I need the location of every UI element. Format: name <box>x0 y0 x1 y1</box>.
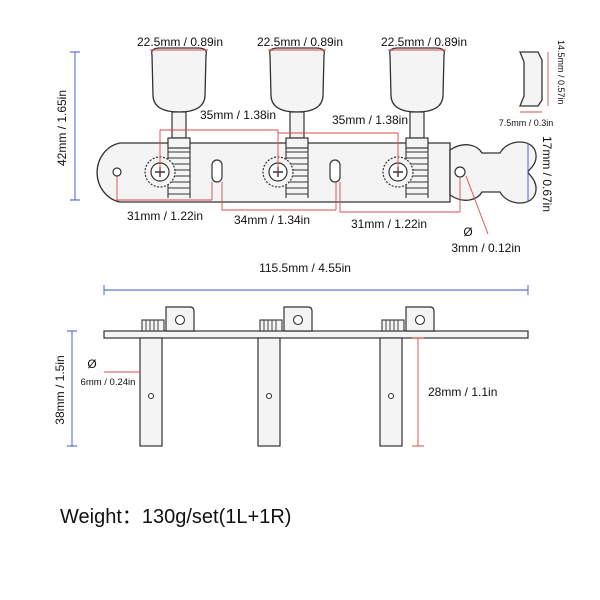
side-post-2 <box>257 337 281 447</box>
side-dimension-lines <box>67 330 424 447</box>
dim-line-total-length <box>103 285 529 295</box>
top-view <box>96 47 543 204</box>
label-post-diameter: 6mm / 0.24in <box>81 377 136 388</box>
side-gear-3-teeth <box>385 320 399 331</box>
dim-line-screw-hole <box>465 175 489 235</box>
side-dimension-labels: 38mm / 1.5in Ø 6mm / 0.24in 28mm / 1.1in <box>53 355 497 424</box>
side-view <box>103 306 529 447</box>
dim-line-middle-span <box>221 182 337 211</box>
button-side-view <box>519 51 543 107</box>
weight-text: Weight：130g/set(1L+1R) <box>60 506 291 528</box>
dim-line-end-right <box>339 178 461 213</box>
label-end-left: 31mm / 1.22in <box>127 209 203 223</box>
side-bracket-3-hole <box>414 314 426 326</box>
side-total-length: 115.5mm / 4.55in <box>103 261 529 295</box>
plate-hole-left <box>112 167 122 177</box>
side-gear-3 <box>381 319 405 332</box>
label-button-depth: 14.5mm / 0.57in <box>556 40 566 105</box>
side-post-1-hole <box>147 392 155 400</box>
label-button-width-2: 22.5mm / 0.89in <box>257 35 343 49</box>
dim-line-spacing-right <box>278 132 399 172</box>
side-bracket-1-hole <box>174 314 186 326</box>
label-button-width-1: 22.5mm / 0.89in <box>137 35 223 49</box>
tuner-3-button <box>389 47 445 113</box>
dim-line-post-height <box>67 330 77 447</box>
label-screw-hole-symbol: Ø <box>463 225 472 239</box>
side-post-3 <box>379 337 403 447</box>
label-post-length: 28mm / 1.1in <box>428 385 497 399</box>
tuner-1-shaft <box>171 111 187 139</box>
side-post-3-hole <box>387 392 395 400</box>
side-post-1 <box>139 337 163 447</box>
side-post-2-hole <box>265 392 273 400</box>
tuner-1-button <box>151 47 207 113</box>
label-total-length: 115.5mm / 4.55in <box>259 261 351 275</box>
tuner-2-button <box>269 47 325 113</box>
label-spacing-right: 35mm / 1.38in <box>332 113 408 127</box>
side-gear-1 <box>141 319 165 332</box>
plate-slot-2 <box>329 159 341 183</box>
tuner-1-collar <box>167 137 191 149</box>
label-total-height: 42mm / 1.65in <box>55 90 69 166</box>
dim-line-total-height <box>70 51 80 201</box>
tuner-2-collar <box>285 137 309 149</box>
dim-line-post-length <box>412 337 424 447</box>
bone-end-hole <box>454 166 466 178</box>
label-end-right: 31mm / 1.22in <box>351 217 427 231</box>
tuner-2-shaft <box>289 111 305 139</box>
label-button-thickness: 7.5mm / 0.3in <box>499 118 554 128</box>
dim-line-spacing-left <box>159 129 279 172</box>
top-dimension-lines <box>70 49 549 235</box>
label-post-diameter-symbol: Ø <box>87 357 96 371</box>
label-plate-height: 17mm / 0.67in <box>540 136 554 212</box>
side-tuner-2 <box>257 306 313 447</box>
label-screw-hole: 3mm / 0.12in <box>451 241 520 255</box>
side-tuner-1 <box>139 306 195 447</box>
side-bracket-2-hole <box>292 314 304 326</box>
side-gear-2 <box>259 319 283 332</box>
side-tuner-3 <box>379 306 435 447</box>
plate-slot-1 <box>211 159 223 183</box>
tuner-3-collar <box>405 137 429 149</box>
label-middle-span: 34mm / 1.34in <box>234 213 310 227</box>
side-plate <box>103 330 529 339</box>
label-spacing-left: 35mm / 1.38in <box>200 108 276 122</box>
side-gear-1-teeth <box>145 320 159 331</box>
side-gear-2-teeth <box>263 320 277 331</box>
label-post-height: 38mm / 1.5in <box>53 355 67 424</box>
label-button-width-3: 22.5mm / 0.89in <box>381 35 467 49</box>
tuner-3-shaft <box>409 111 425 139</box>
dim-line-end-left <box>116 176 213 201</box>
top-dimension-labels: 22.5mm / 0.89in 22.5mm / 0.89in 22.5mm /… <box>55 35 566 255</box>
